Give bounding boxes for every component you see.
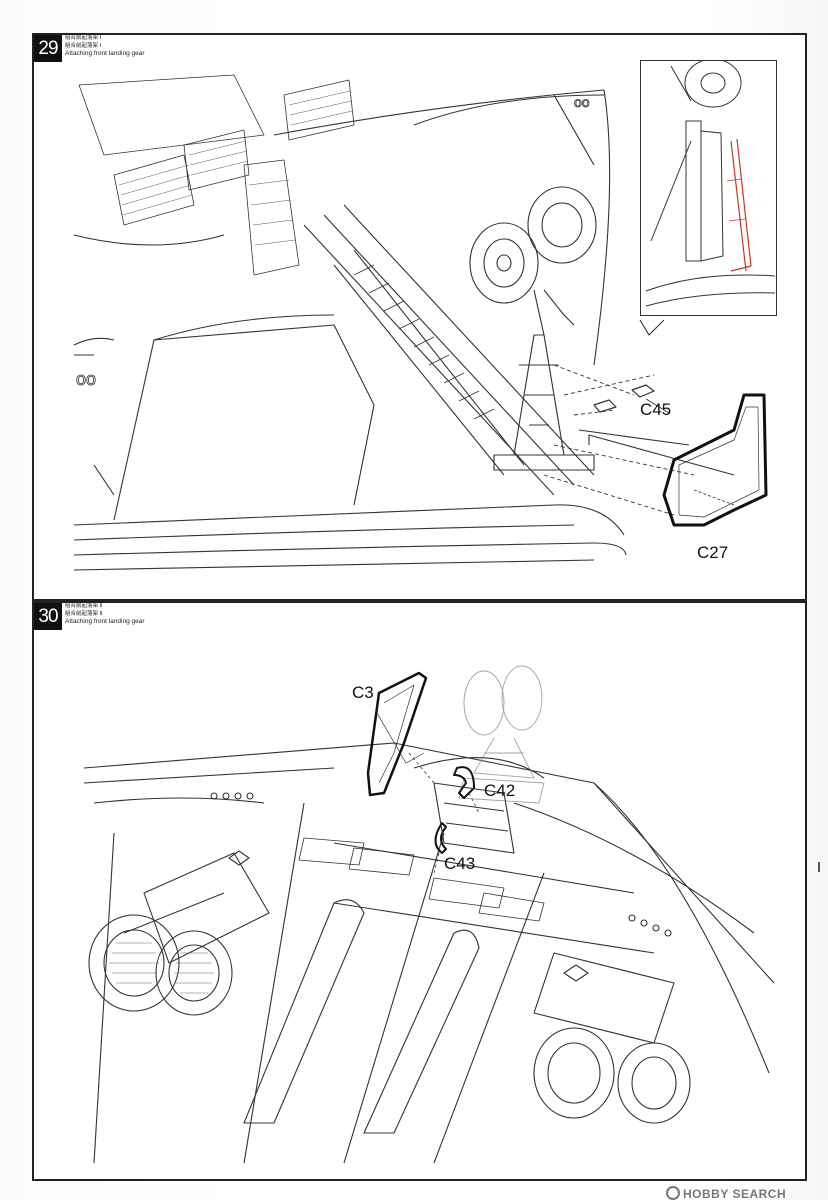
step-title-cn-2: 組合前起落架 Ⅱ [65,610,103,617]
step-title-en: Attaching front landing gear [65,618,145,625]
step-30-panel: 30 组合前起落架 Ⅱ 組合前起落架 Ⅱ Attaching front lan… [32,601,807,1181]
step-title-cn-1: 组合前起落架 Ⅰ [65,35,102,41]
part-label-c45: C45 [640,400,672,419]
step-29-panel: 29 组合前起落架 Ⅰ 組合前起落架 Ⅰ Attaching front lan… [32,33,807,601]
watermark: HOBBY SEARCH [666,1186,786,1201]
part-label-c3: C3 [352,683,374,702]
part-label-c42: C42 [484,781,516,800]
detail-inset-drawing [645,58,776,307]
svg-text:oo: oo [574,94,590,110]
part-label-c43: C43 [444,854,476,873]
step-title-cn-1: 组合前起落架 Ⅱ [65,603,103,609]
step-title: 组合前起落架 Ⅰ 組合前起落架 Ⅰ Attaching front landin… [65,35,145,58]
step-title-en: Attaching front landing gear [65,50,145,57]
part-label-c27: C27 [697,543,729,562]
margin-mark [818,862,820,872]
step-title: 组合前起落架 Ⅱ 組合前起落架 Ⅱ Attaching front landin… [65,603,145,626]
watermark-text: HOBBY SEARCH [683,1187,787,1201]
step-29-illustration: oo oo [73,74,768,571]
watermark-logo-icon [666,1186,680,1200]
svg-text:oo: oo [76,369,96,389]
step-number-badge: 30 [34,603,62,630]
step-title-cn-2: 組合前起落架 Ⅰ [65,42,102,49]
step-30-illustration [83,665,775,1164]
step-number-badge: 29 [34,35,62,62]
detail-inset [640,58,777,316]
